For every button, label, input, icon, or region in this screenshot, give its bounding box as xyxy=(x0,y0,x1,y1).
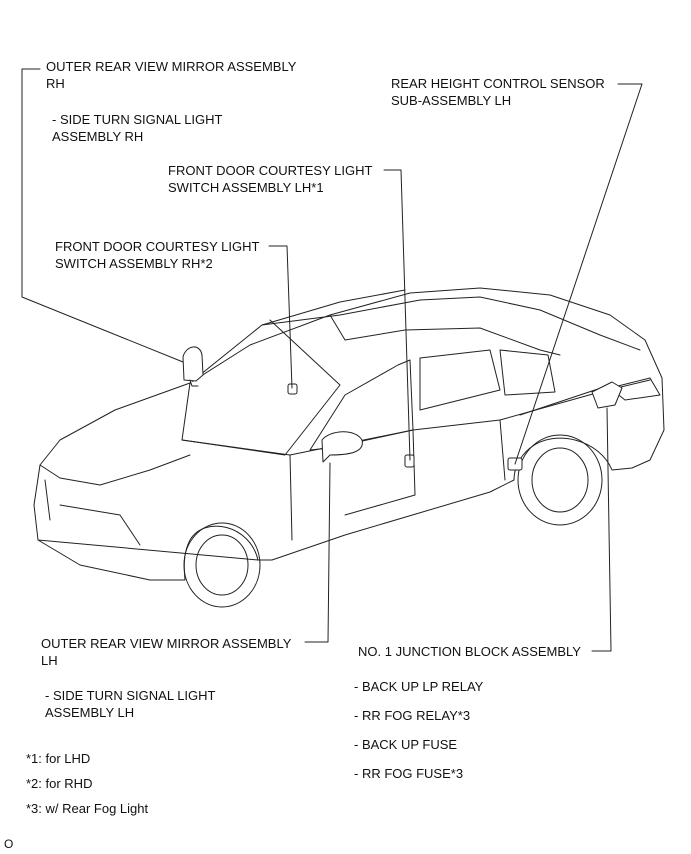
car-front-details xyxy=(39,454,191,546)
label-mirror-rh-sub: - SIDE TURN SIGNAL LIGHT ASSEMBLY RH xyxy=(52,111,222,145)
mirror-rh-part xyxy=(182,346,204,387)
label-line: FRONT DOOR COURTESY LIGHT xyxy=(168,163,373,178)
leader-mirror-rh xyxy=(21,68,184,363)
label-line: ASSEMBLY LH xyxy=(45,705,135,720)
junction-item: - RR FOG FUSE*3 xyxy=(354,766,464,781)
rear-wheel xyxy=(517,434,603,526)
label-line: SUB-ASSEMBLY LH xyxy=(391,93,512,108)
label-door-switch-lh: FRONT DOOR COURTESY LIGHT SWITCH ASSEMBL… xyxy=(168,162,372,196)
front-wheel-rim xyxy=(195,534,249,596)
label-line: LH xyxy=(41,653,58,668)
leader-junction-block xyxy=(591,407,612,652)
label-line: SWITCH ASSEMBLY LH*1 xyxy=(168,180,324,195)
label-line: RH xyxy=(46,76,65,91)
door-switch-rh-part xyxy=(287,383,298,395)
leader-height-sensor xyxy=(514,83,643,465)
label-line: - SIDE TURN SIGNAL LIGHT xyxy=(52,112,223,127)
footnote: *3: w/ Rear Fog Light xyxy=(26,801,149,816)
label-junction-block: NO. 1 JUNCTION BLOCK ASSEMBLY xyxy=(358,644,581,659)
front-wheel xyxy=(183,522,261,608)
label-line: - SIDE TURN SIGNAL LIGHT xyxy=(45,688,216,703)
car-side-line xyxy=(181,379,651,456)
leader-door-switch-rh xyxy=(268,245,293,389)
label-mirror-rh: OUTER REAR VIEW MIRROR ASSEMBLY RH xyxy=(46,58,296,92)
footnote: *1: for LHD xyxy=(26,751,91,766)
car-windshield xyxy=(181,289,406,456)
label-line: ASSEMBLY RH xyxy=(52,129,144,144)
label-mirror-lh-sub: - SIDE TURN SIGNAL LIGHT ASSEMBLY LH xyxy=(45,687,215,721)
rear-wheel-rim xyxy=(531,447,589,513)
label-line: OUTER REAR VIEW MIRROR ASSEMBLY xyxy=(41,636,292,651)
label-door-switch-rh: FRONT DOOR COURTESY LIGHT SWITCH ASSEMBL… xyxy=(55,238,259,272)
label-line: REAR HEIGHT CONTROL SENSOR xyxy=(391,76,605,91)
car-tail-details xyxy=(609,377,661,401)
label-line: SWITCH ASSEMBLY RH*2 xyxy=(55,256,213,271)
label-line: FRONT DOOR COURTESY LIGHT xyxy=(55,239,260,254)
car-rear-window xyxy=(419,349,556,411)
label-height-sensor: REAR HEIGHT CONTROL SENSOR SUB-ASSEMBLY … xyxy=(391,75,605,109)
leader-mirror-lh xyxy=(304,462,331,643)
mirror-lh-part xyxy=(321,431,363,463)
car-door-lines xyxy=(289,384,611,541)
label-line: OUTER REAR VIEW MIRROR ASSEMBLY xyxy=(46,59,297,74)
leader-door-switch-lh xyxy=(383,169,411,461)
footnote: *2: for RHD xyxy=(26,776,93,791)
corner-mark: O xyxy=(4,837,14,851)
car-roofline xyxy=(261,296,641,356)
junction-block-part xyxy=(591,381,623,409)
label-mirror-lh: OUTER REAR VIEW MIRROR ASSEMBLY LH xyxy=(41,635,291,669)
junction-item: - RR FOG RELAY*3 xyxy=(354,708,471,723)
junction-item: - BACK UP FUSE xyxy=(354,737,458,752)
junction-item: - BACK UP LP RELAY xyxy=(354,679,484,694)
